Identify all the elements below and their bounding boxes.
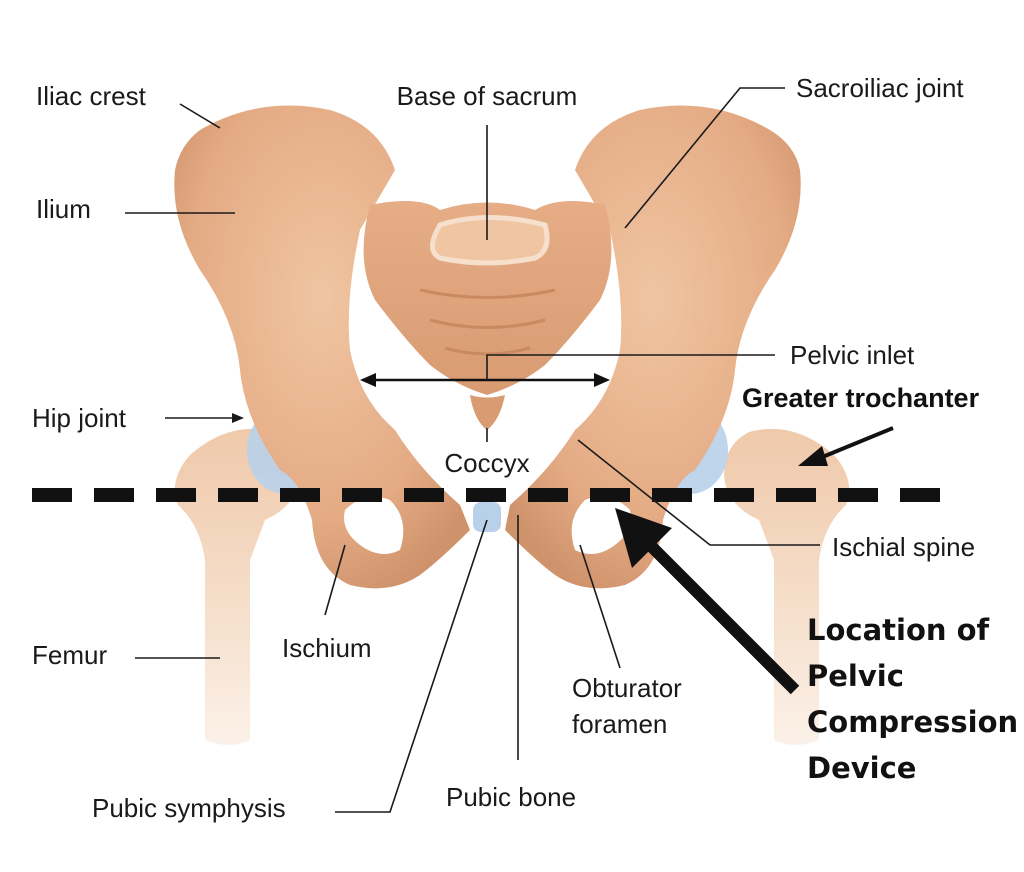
- greater-trochanter-arrow: [798, 426, 894, 466]
- label-femur: Femur: [32, 640, 107, 670]
- leader-ischium: [324, 544, 346, 616]
- label-obturator-foramen-line1: Obturator: [572, 673, 682, 703]
- leader-pelvic-inlet: [486, 354, 775, 380]
- label-pubic-symphysis: Pubic symphysis: [92, 793, 286, 823]
- label-ischium: Ischium: [282, 633, 372, 663]
- label-ischial-spine: Ischial spine: [832, 532, 975, 562]
- coccyx-bone: [470, 395, 505, 430]
- label-obturator-foramen-line2: foramen: [572, 709, 667, 739]
- callout-line-3: Compression: [807, 705, 1018, 739]
- label-hip-joint: Hip joint: [32, 403, 127, 433]
- label-base-of-sacrum: Base of sacrum: [397, 81, 578, 111]
- label-iliac-crest: Iliac crest: [36, 81, 147, 111]
- left-femur: [174, 428, 300, 745]
- left-hip-bone: [174, 105, 470, 589]
- leader-obturator-foramen: [579, 544, 621, 669]
- right-femur: [724, 428, 850, 745]
- label-sacroiliac-joint: Sacroiliac joint: [796, 73, 964, 103]
- label-ilium: Ilium: [36, 194, 91, 224]
- callout-line-1: Location of: [807, 613, 990, 647]
- label-pelvic-inlet: Pelvic inlet: [790, 340, 915, 370]
- callout-line-2: Pelvic: [807, 659, 904, 693]
- label-pubic-bone: Pubic bone: [446, 782, 576, 812]
- sacrum: [363, 201, 612, 395]
- pelvic-inlet-arrow: [360, 373, 610, 387]
- leader-sacroiliac-joint: [624, 87, 785, 229]
- label-greater-trochanter: Greater trochanter: [742, 383, 980, 413]
- leader-ischial-spine: [577, 439, 820, 546]
- leader-hip-joint-arrowhead: [232, 413, 244, 423]
- label-coccyx: Coccyx: [444, 448, 529, 478]
- leader-iliac-crest: [179, 103, 221, 129]
- callout-line-4: Device: [807, 751, 916, 785]
- pubic-symphysis-cartilage: [473, 502, 501, 532]
- leader-pubic-symphysis: [335, 519, 488, 813]
- compression-device-arrow: [615, 508, 800, 695]
